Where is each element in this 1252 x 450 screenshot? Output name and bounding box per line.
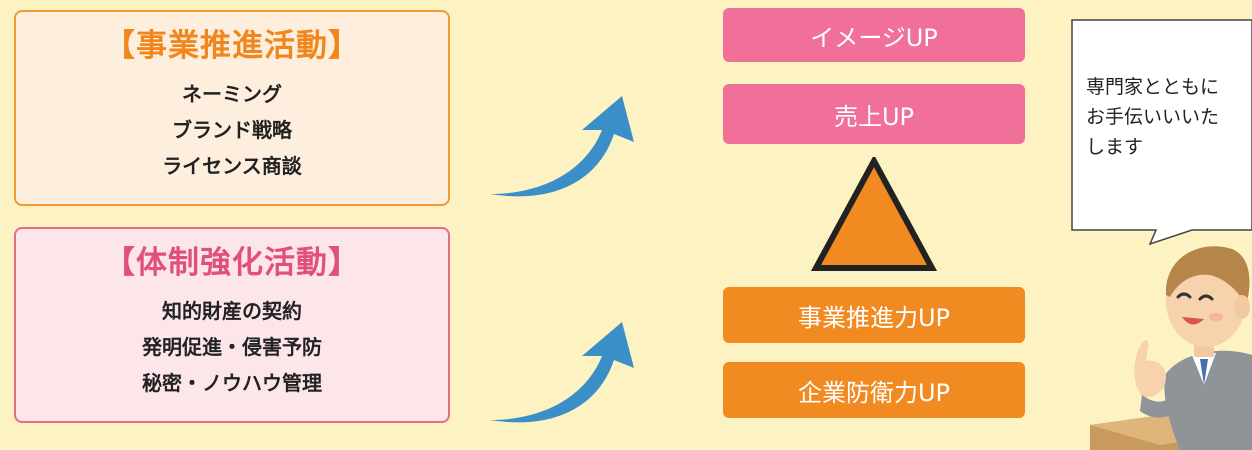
org-item-secret-knowhow: 秘密・ノウハウ管理: [142, 371, 322, 395]
speech-line-3: します: [1086, 136, 1144, 158]
curved-arrow-icon: [490, 322, 634, 423]
business-item-brand-strategy: ブランド戦略: [172, 118, 292, 142]
business-promotion-title: 【事業推進活動】: [104, 28, 360, 64]
org-item-invention-promotion: 発明促進・侵害予防: [142, 335, 322, 359]
defense-power-up-box: 企業防衛力UP: [723, 362, 1025, 418]
organization-strengthening-title: 【体制強化活動】: [104, 245, 360, 281]
speech-bubble: [1071, 19, 1252, 246]
speech-line-1: 専門家とともに: [1086, 76, 1220, 98]
business-promotion-panel: 【事業推進活動】 ネーミング ブランド戦略 ライセンス商談: [14, 10, 450, 206]
org-item-ip-contracts: 知的財産の契約: [162, 299, 302, 323]
business-item-license-negotiation: ライセンス商談: [162, 154, 302, 178]
pyramid-triangle-icon: [811, 157, 937, 271]
curved-arrow-icon: [490, 96, 634, 197]
business-item-naming: ネーミング: [182, 82, 282, 106]
business-power-up-box: 事業推進力UP: [723, 287, 1025, 343]
sales-up-box: 売上UP: [723, 84, 1025, 144]
image-up-box: イメージUP: [723, 8, 1025, 62]
organization-strengthening-panel: 【体制強化活動】 知的財産の契約 発明促進・侵害予防 秘密・ノウハウ管理: [14, 227, 450, 423]
consultant-person-icon: [1090, 246, 1252, 450]
speech-line-2: お手伝いいいた: [1086, 106, 1220, 128]
speech-bubble-text: 専門家とともに お手伝いいいた します: [1086, 72, 1252, 162]
